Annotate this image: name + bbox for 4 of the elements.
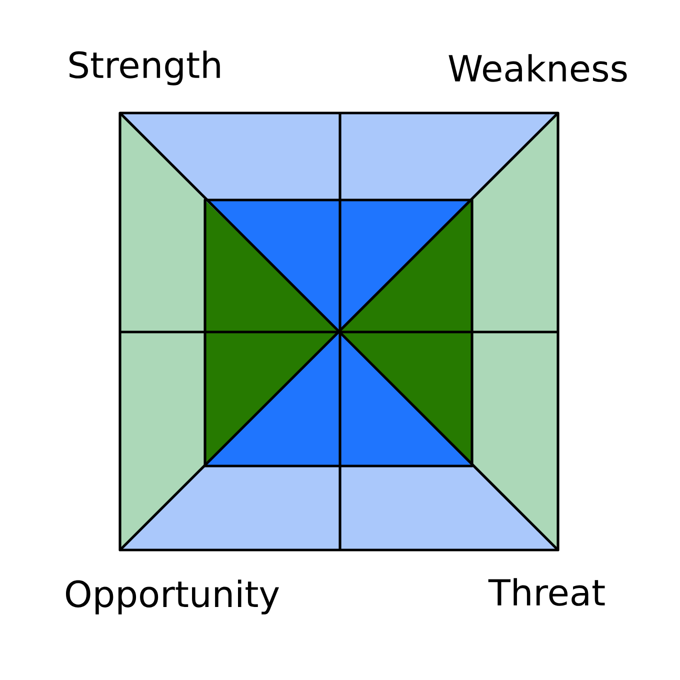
corner-label: Opportunity	[66, 580, 279, 614]
corner-label: Threat	[488, 578, 605, 606]
corner-label: Strength	[70, 50, 220, 86]
corner-label: Weakness	[448, 54, 627, 82]
